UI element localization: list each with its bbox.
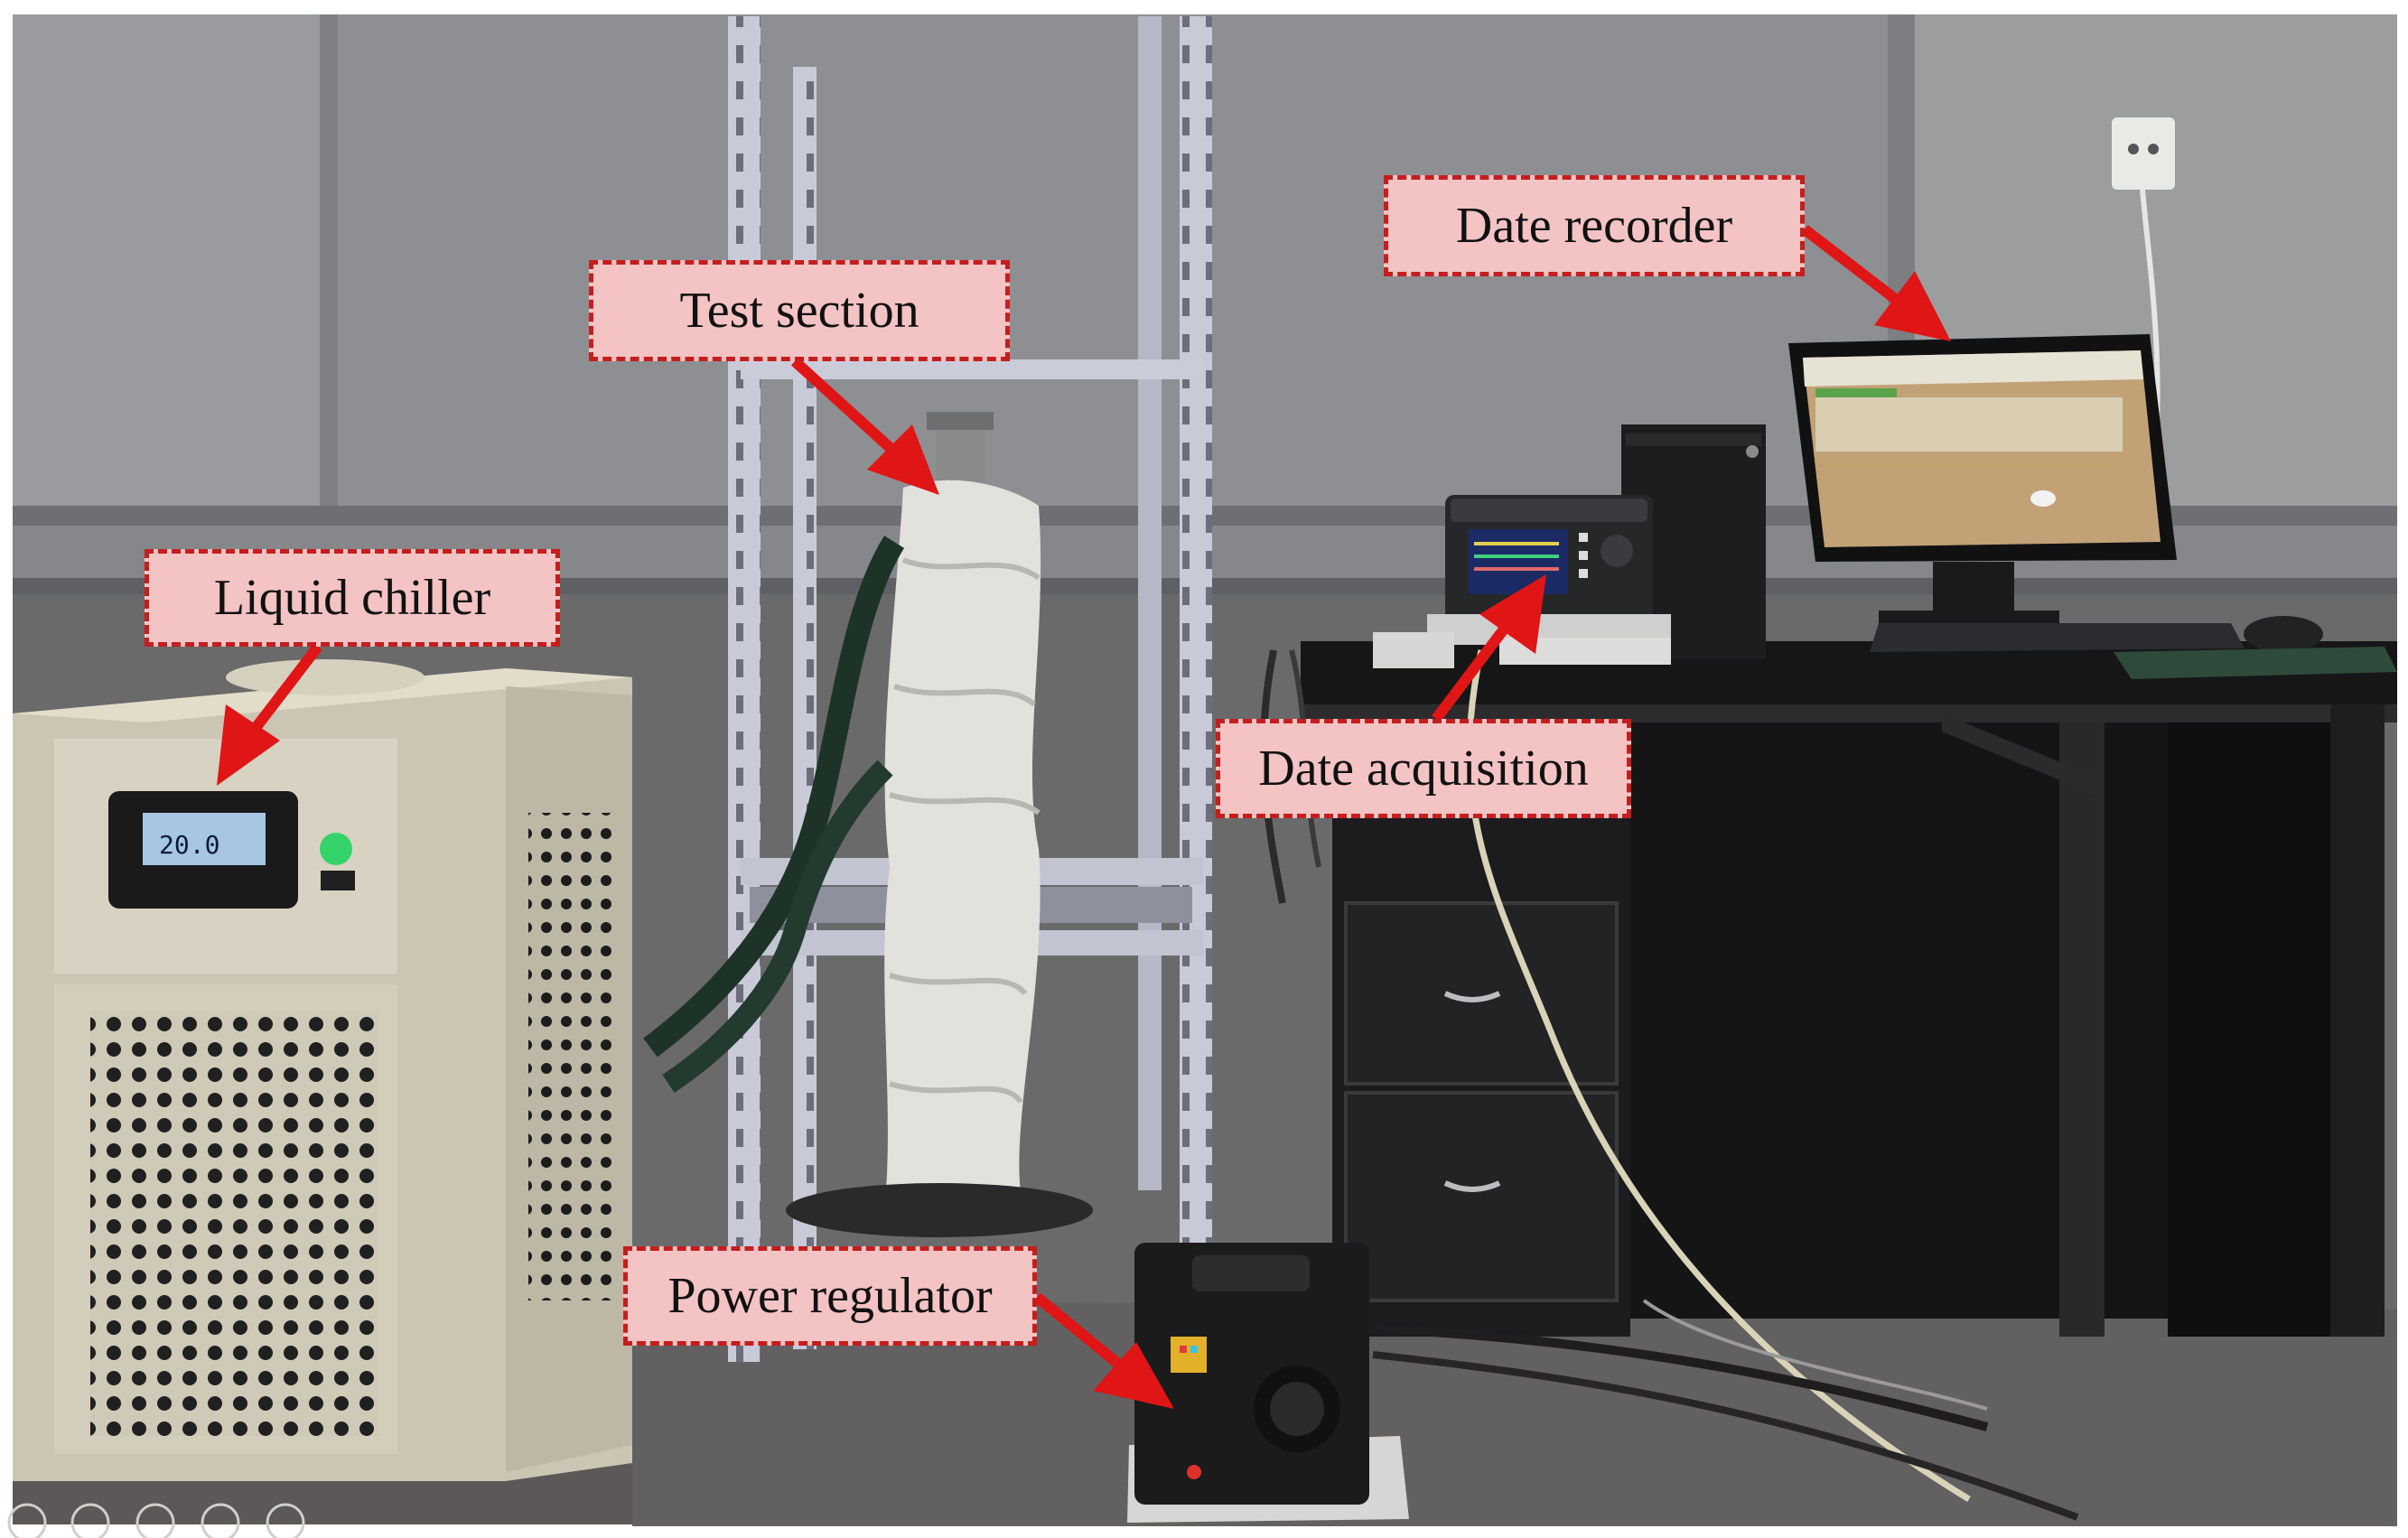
liquid-chiller: 20.0 — [13, 659, 632, 1481]
arrow-icon — [1033, 1292, 1174, 1409]
arrow-icon — [1801, 225, 1951, 341]
keyboard — [1870, 616, 2397, 679]
coolant-hoses — [643, 536, 905, 1093]
arrow-icon — [1432, 574, 1546, 722]
power-regulator-label: Power regulator — [623, 1246, 1037, 1346]
power-indicator-icon — [320, 833, 352, 865]
test-section-label: Test section — [589, 260, 1010, 361]
annotation-arrows — [217, 225, 1951, 1409]
test-section — [786, 412, 1093, 1237]
date-acquisition-label: Date acquisition — [1216, 719, 1631, 818]
data-acquisition-device — [1373, 495, 1671, 668]
liquid-chiller-label: Liquid chiller — [145, 549, 560, 647]
monitor — [1788, 334, 2177, 625]
arrow-icon — [217, 643, 322, 786]
chiller-display: 20.0 — [159, 830, 219, 860]
arrow-icon — [790, 357, 939, 495]
viewer-toolbar — [7, 1503, 305, 1538]
date-recorder-label: Date recorder — [1384, 175, 1805, 276]
power-regulator — [1127, 1243, 1409, 1523]
